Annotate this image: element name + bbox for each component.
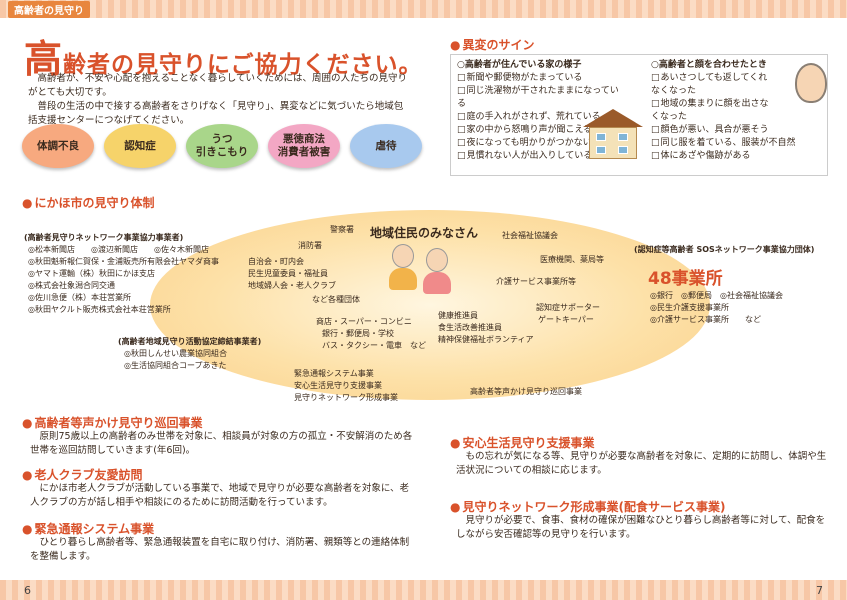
bubble-depression: うつ 引きこもり bbox=[186, 124, 258, 168]
bubble-physical: 体調不良 bbox=[22, 124, 94, 168]
network-title: (高齢者見守りネットワーク事業協力事業者) bbox=[24, 233, 184, 242]
label-patrol: 高齢者等声かけ見守り巡回事業 bbox=[470, 387, 582, 396]
label-fire: 消防署 bbox=[298, 241, 322, 250]
intro-paragraph-2: 普段の生活の中で接する高齢者をさりげなく「見守り」、異変などに気づいたら地域包括… bbox=[28, 101, 404, 126]
page-number-left: 6 bbox=[24, 584, 31, 597]
section-heading: 緊急通報システム事業 bbox=[22, 520, 154, 537]
network-item: ◎佐川急便（株）本荘営業所 bbox=[28, 293, 131, 302]
label-shops: 商店・スーパー・コンビニ bbox=[316, 317, 412, 326]
bubble-fraud-label: 悪徳商法 消費者被害 bbox=[277, 133, 331, 158]
section-heading: 見守りネットワーク形成事業(配食サービス事業) bbox=[450, 498, 725, 515]
network-item: ◎秋田ヤクルト販売株式会社本荘営業所 bbox=[28, 305, 171, 314]
signs-house-item: 新聞や郵便物がたまっている bbox=[457, 72, 627, 85]
title-first-char: 高 bbox=[24, 37, 64, 81]
signs-house-heading: ○高齢者が住んでいる家の様子 bbox=[457, 60, 582, 70]
house-illustration bbox=[583, 109, 643, 161]
agreement-item: ◎秋田しんせい農業協同組合 bbox=[124, 349, 227, 358]
intro-paragraph-1: 高齢者が、不安や心配を抱えることなく暮らしていくためには、周囲の人たちの見守りが… bbox=[28, 73, 407, 98]
sos-item: ◎介護サービス事業所 など bbox=[650, 315, 761, 324]
sos-item: ◎民生介護支援事業所 bbox=[650, 303, 729, 312]
elderly-face-illustration bbox=[795, 63, 827, 103]
bottom-banner bbox=[0, 580, 847, 600]
agreement-title: (高齢者地域見守り活動協定締結事業者) bbox=[118, 337, 262, 346]
sos-count: 48事業所 bbox=[648, 269, 723, 289]
signs-face-item: 顔色が悪い、具合が悪そう bbox=[651, 124, 801, 137]
title-rest: 齢者の見守りにご協力ください。 bbox=[63, 52, 423, 78]
network-item: ◎株式会社象潟合同交通 bbox=[28, 281, 115, 290]
signs-house-item: 家の中から怒鳴り声が聞こえる bbox=[457, 124, 627, 137]
label-local-group: 自治会・町内会 bbox=[248, 257, 304, 266]
section-body: 見守りが必要で、食事、食材の確保が困難なひとり暮らし高齢者等に対して、配食をしな… bbox=[456, 515, 826, 540]
bubble-dementia: 認知症 bbox=[104, 124, 176, 168]
section-heading: 高齢者等声かけ見守り巡回事業 bbox=[22, 414, 202, 431]
agreement-item: ◎生活協同組合コープあきた bbox=[124, 361, 227, 370]
label-health: 精神保健福祉ボランティア bbox=[438, 335, 534, 344]
signs-box: ○高齢者が住んでいる家の様子 新聞や郵便物がたまっている 同じ洗濯物が干されたま… bbox=[450, 54, 828, 176]
page-number-right: 7 bbox=[816, 584, 823, 597]
label-health: 健康推進員 bbox=[438, 311, 478, 320]
section-body: にかほ市老人クラブが活動している事業で、地域で見守りが必要な高齢者を対象に、老人… bbox=[30, 483, 410, 508]
bubble-abuse: 虐待 bbox=[350, 124, 422, 168]
network-item: ◎秋田魁新報仁賀保・金浦販売所有限会社ヤマダ商事 bbox=[28, 257, 219, 266]
label-medical: 医療機関、薬局等 bbox=[540, 255, 604, 264]
signs-house-item: 見慣れない人が出入りしている bbox=[457, 150, 627, 163]
sos-title: (認知症等高齢者 SOSネットワーク事業協力団体) bbox=[634, 245, 815, 254]
sos-item: ◎銀行 ◎郵便局 ◎社会福祉協議会 bbox=[650, 291, 783, 300]
label-care-service: 介護サービス事業所等 bbox=[496, 277, 576, 286]
community-ellipse bbox=[150, 210, 710, 400]
label-dementia: ゲートキーパー bbox=[538, 315, 594, 324]
signs-face-column: ○高齢者と顔を合わせたとき あいさつしても返してくれなくなった 地域の集まりに顔… bbox=[651, 59, 801, 163]
page-title: 高齢者の見守りにご協力ください。 bbox=[24, 28, 423, 83]
community-center-label: 地域住民のみなさん bbox=[370, 226, 479, 240]
intro-text: 高齢者が、不安や心配を抱えることなく暮らしていくためには、周囲の人たちの見守りが… bbox=[28, 72, 408, 128]
label-local-group: 民生児童委員・福祉員 bbox=[248, 269, 328, 278]
network-item: ◎ヤマト運輸（株）秋田にかほ支店 bbox=[28, 269, 155, 278]
elderly-couple-illustration bbox=[382, 244, 462, 296]
section-body: 原則75歳以上の高齢者のみ世帯を対象に、相談員が対象の方の孤立・不安解消のため各… bbox=[30, 431, 413, 456]
signs-face-item: 体にあざや傷跡がある bbox=[651, 150, 801, 163]
signs-face-item: 地域の集まりに顔を出さなくなった bbox=[651, 98, 769, 124]
system-heading: にかほ市の見守り体制 bbox=[22, 194, 154, 211]
top-banner: 高齢者の見守り bbox=[0, 0, 847, 18]
signs-house-item: 庭の手入れがされず、荒れている bbox=[457, 111, 627, 124]
label-health: 食生活改善推進員 bbox=[438, 323, 502, 332]
label-system: 緊急通報システム事業 bbox=[294, 369, 374, 378]
signs-heading: 異変のサイン bbox=[450, 36, 534, 53]
bubble-depression-label: うつ 引きこもり bbox=[195, 133, 249, 158]
concern-bubbles: 体調不良 認知症 うつ 引きこもり 悪徳商法 消費者被害 虐待 bbox=[22, 124, 422, 174]
label-local-group: 地域婦人会・老人クラブ bbox=[248, 281, 336, 290]
signs-house-item: 夜になっても明かりがつかない bbox=[457, 137, 627, 150]
signs-face-item: あいさつしても返してくれなくなった bbox=[651, 72, 769, 98]
section-heading: 老人クラブ友愛訪問 bbox=[22, 466, 142, 483]
bubble-fraud: 悪徳商法 消費者被害 bbox=[268, 124, 340, 168]
section-tag: 高齢者の見守り bbox=[8, 1, 90, 18]
signs-house-column: ○高齢者が住んでいる家の様子 新聞や郵便物がたまっている 同じ洗濯物が干されたま… bbox=[457, 59, 627, 163]
label-shops: 銀行・郵便局・学校 bbox=[322, 329, 394, 338]
label-welfare-council: 社会福祉協議会 bbox=[502, 231, 558, 240]
label-dementia: 認知症サポーター bbox=[536, 303, 600, 312]
section-body: もの忘れが気になる等、見守りが必要な高齢者を対象に、定期的に訪問し、体調や生活状… bbox=[456, 451, 827, 476]
section-heading: 安心生活見守り支援事業 bbox=[450, 434, 594, 451]
signs-house-item: 同じ洗濯物が干されたままになっている bbox=[457, 85, 627, 111]
label-system: 見守りネットワーク形成事業 bbox=[294, 393, 398, 402]
network-item: ◎松本新聞店 ◎渡辺新聞店 ◎佐々木新聞店 bbox=[28, 245, 209, 254]
label-police: 警察署 bbox=[330, 225, 354, 234]
signs-face-heading: ○高齢者と顔を合わせたとき bbox=[651, 60, 767, 70]
label-shops: バス・タクシー・電車 など bbox=[322, 341, 426, 350]
signs-face-item: 同じ服を着ている、服装が不自然 bbox=[651, 137, 801, 150]
section-body: ひとり暮らし高齢者等、緊急通報装置を自宅に取り付け、消防署、親類等との連絡体制を… bbox=[30, 537, 410, 562]
label-local-group: など各種団体 bbox=[312, 295, 360, 304]
label-system: 安心生活見守り支援事業 bbox=[294, 381, 382, 390]
